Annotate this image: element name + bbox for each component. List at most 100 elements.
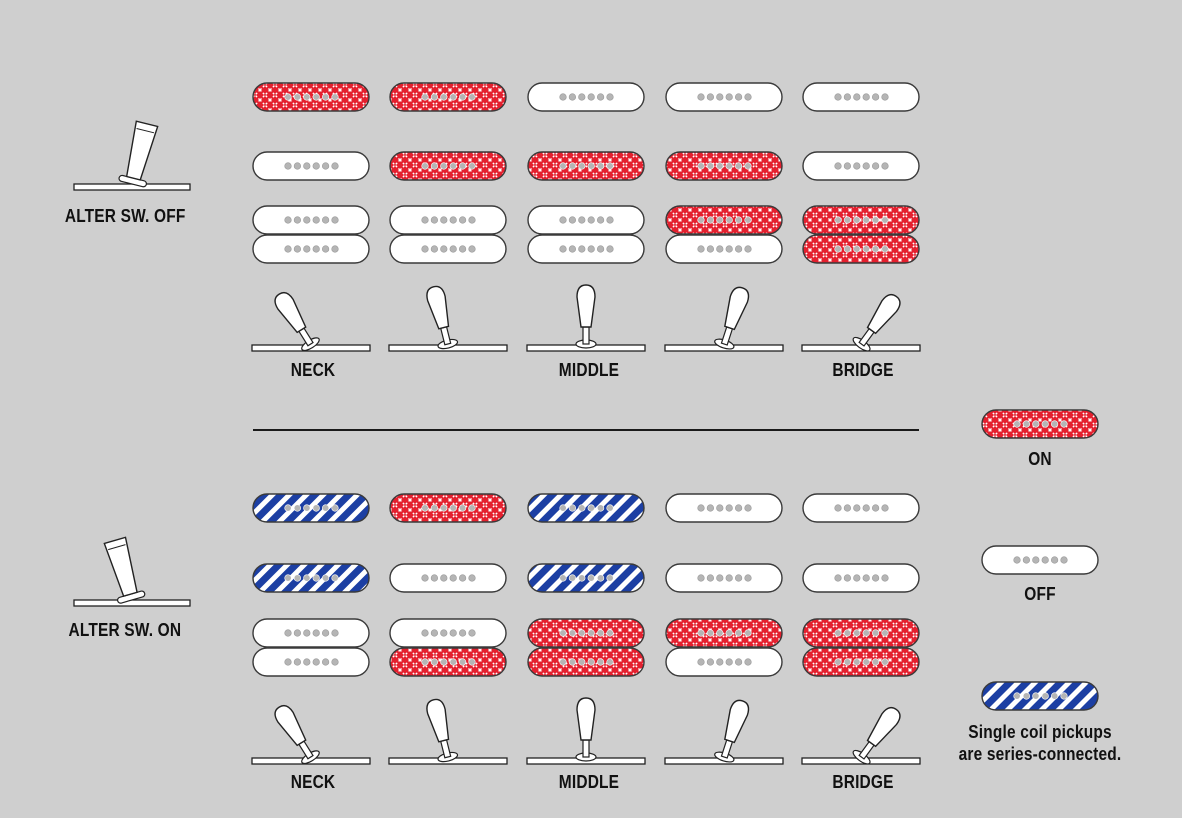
pole-piece	[449, 658, 457, 666]
bottom-hum-top-4	[802, 618, 920, 648]
pole-piece	[421, 574, 429, 582]
pole-piece	[716, 162, 724, 170]
bottom-hum-top-3	[665, 618, 783, 648]
pole-piece	[303, 658, 311, 666]
pole-piece	[862, 629, 870, 637]
pole-piece	[596, 245, 605, 253]
pole-piece	[697, 93, 705, 101]
top-hum-bottom-3	[665, 234, 783, 264]
pole-piece	[734, 629, 743, 637]
pole-piece	[862, 504, 870, 512]
pole-piece	[881, 658, 889, 666]
pole-piece	[697, 629, 705, 637]
pole-piece	[725, 216, 733, 224]
pole-piece	[697, 504, 705, 512]
pole-piece	[322, 93, 330, 101]
pole-piece	[449, 629, 457, 637]
pole-piece	[596, 162, 605, 170]
legend-off-pickup	[981, 545, 1099, 575]
bottom-hum-top-2	[527, 618, 645, 648]
bottom-single-r0-c1	[389, 493, 507, 523]
pole-piece	[716, 658, 724, 666]
pole-piece	[312, 162, 320, 170]
bottom-hum-bottom-4	[802, 647, 920, 677]
pole-piece	[725, 162, 733, 170]
pole-piece	[440, 658, 448, 666]
pole-piece	[468, 162, 476, 170]
pole-piece	[459, 93, 467, 101]
top-hum-top-3	[665, 205, 783, 235]
pole-piece	[843, 574, 852, 582]
pole-piece	[834, 162, 842, 170]
pole-piece	[834, 216, 842, 224]
top-single-r0-c0	[252, 82, 370, 112]
pole-piece	[303, 504, 311, 512]
pole-piece	[596, 504, 605, 512]
pole-piece	[853, 93, 861, 101]
pole-piece	[430, 629, 439, 637]
pole-piece	[834, 658, 842, 666]
pole-piece	[578, 574, 586, 582]
bottom-hum-bottom-2	[527, 647, 645, 677]
pole-piece	[587, 574, 595, 582]
pole-piece	[440, 93, 448, 101]
pole-piece	[862, 658, 870, 666]
pole-piece	[596, 629, 605, 637]
pole-piece	[843, 658, 852, 666]
pole-piece	[331, 658, 339, 666]
pole-piece	[312, 574, 320, 582]
pole-piece	[449, 574, 457, 582]
pole-piece	[706, 216, 715, 224]
bottom-single-r0-c2	[527, 493, 645, 523]
pole-piece	[587, 245, 595, 253]
pole-piece	[568, 574, 577, 582]
pole-piece	[284, 162, 292, 170]
pole-piece	[1041, 556, 1049, 564]
bottom-single-r1-c1	[389, 563, 507, 593]
pole-piece	[293, 658, 302, 666]
pole-piece	[421, 245, 429, 253]
pole-piece	[293, 245, 302, 253]
pole-piece	[568, 629, 577, 637]
pole-piece	[568, 658, 577, 666]
pole-piece	[568, 216, 577, 224]
pole-piece	[331, 93, 339, 101]
pole-piece	[862, 216, 870, 224]
pole-piece	[284, 504, 292, 512]
pole-piece	[1013, 420, 1021, 428]
pole-piece	[568, 245, 577, 253]
top-single-r1-c2	[527, 151, 645, 181]
pole-piece	[606, 629, 614, 637]
pole-piece	[468, 245, 476, 253]
pole-piece	[559, 574, 567, 582]
pole-piece	[834, 629, 842, 637]
pole-piece	[862, 93, 870, 101]
pole-piece	[853, 629, 861, 637]
pole-piece	[881, 93, 889, 101]
top-single-r1-c4	[802, 151, 920, 181]
pole-piece	[871, 629, 880, 637]
pole-piece	[734, 504, 743, 512]
pole-piece	[303, 629, 311, 637]
pole-piece	[834, 245, 842, 253]
pole-piece	[587, 216, 595, 224]
bottom-selector-switch-0	[251, 704, 371, 765]
pole-piece	[468, 629, 476, 637]
pole-piece	[606, 658, 614, 666]
pole-piece	[440, 504, 448, 512]
pole-piece	[440, 245, 448, 253]
pole-piece	[1032, 556, 1040, 564]
pole-piece	[459, 658, 467, 666]
pole-piece	[468, 658, 476, 666]
pole-piece	[871, 504, 880, 512]
pole-piece	[716, 574, 724, 582]
pole-piece	[284, 658, 292, 666]
pole-piece	[734, 658, 743, 666]
bottom-selector-switch-1	[388, 698, 508, 765]
pole-piece	[322, 574, 330, 582]
pole-piece	[606, 162, 614, 170]
pole-piece	[881, 162, 889, 170]
pole-piece	[734, 574, 743, 582]
top-single-r1-c0	[252, 151, 370, 181]
bottom-hum-top-0	[252, 618, 370, 648]
